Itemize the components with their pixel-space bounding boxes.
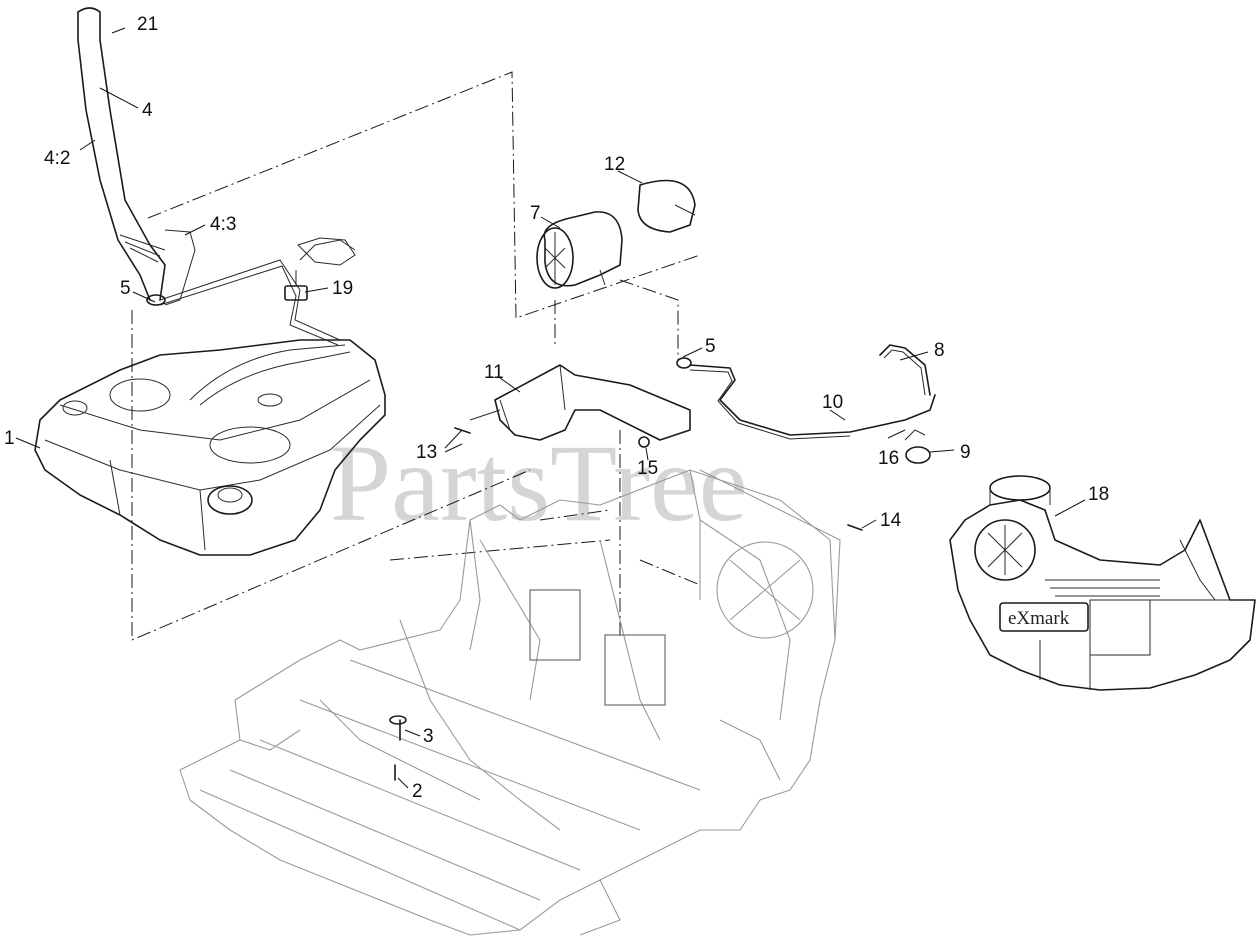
chassis-frame <box>179 469 841 936</box>
fuel-tank <box>34 339 386 556</box>
callout-4-2: 4:2 <box>44 148 70 169</box>
bracket <box>469 364 691 441</box>
vent-valve <box>284 237 356 301</box>
callout-4-3: 4:3 <box>210 214 236 235</box>
callout-13: 13 <box>416 442 437 463</box>
engine-inset: eXmark <box>949 475 1256 691</box>
fuel-lines <box>159 239 356 346</box>
callout-5-tank: 5 <box>120 278 131 299</box>
callout-5-hose: 5 <box>705 336 716 357</box>
alignment-lines <box>131 71 701 641</box>
strap <box>637 179 696 233</box>
callout-7: 7 <box>530 203 541 224</box>
callout-2: 2 <box>412 781 423 802</box>
callouts: 21 4 4:2 4:3 5 19 1 12 7 11 5 8 10 13 15… <box>4 14 1109 802</box>
callout-11: 11 <box>484 362 504 383</box>
canister <box>536 211 623 289</box>
callout-9: 9 <box>960 442 971 463</box>
callout-10: 10 <box>822 392 843 413</box>
watermark-text: PartsTree <box>330 422 748 544</box>
fasteners <box>389 427 863 781</box>
callout-4: 4 <box>142 100 153 121</box>
callout-15: 15 <box>637 458 658 479</box>
vent-hose <box>879 344 931 396</box>
clip <box>904 429 931 464</box>
callout-14: 14 <box>880 510 902 531</box>
callout-19: 19 <box>332 278 353 299</box>
callout-21: 21 <box>137 14 158 35</box>
filler-neck <box>77 7 196 306</box>
callout-1: 1 <box>4 428 15 449</box>
callout-8: 8 <box>934 340 945 361</box>
leader-lines <box>15 27 1086 789</box>
callout-3: 3 <box>423 726 434 747</box>
callout-16: 16 <box>878 448 899 469</box>
purge-hose <box>676 357 936 440</box>
callout-18: 18 <box>1088 484 1109 505</box>
callout-12: 12 <box>604 154 625 175</box>
engine-logo: eXmark <box>1008 608 1070 629</box>
